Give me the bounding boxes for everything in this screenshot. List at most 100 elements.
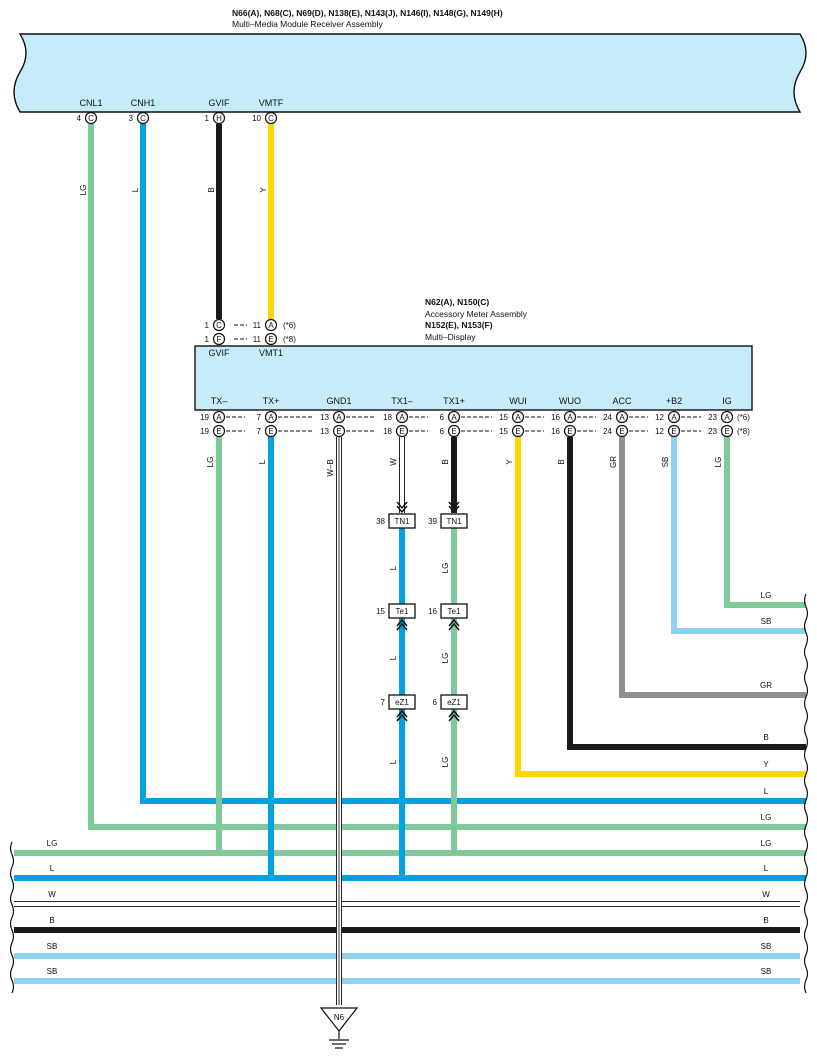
connector-arrow-icon (396, 505, 408, 514)
ground-triangle (319, 1007, 359, 1032)
bus-wire-label-right: L (764, 864, 769, 873)
pin-connector (667, 424, 681, 438)
bus-wire-label-right: W (762, 890, 770, 899)
wire-cnh1 (140, 124, 806, 804)
pin-connector (264, 424, 278, 438)
pin-connector (264, 111, 278, 125)
pin-connector (212, 332, 226, 346)
pin-connector-letter: E (567, 427, 572, 436)
connector-arrow-icon (448, 709, 460, 718)
pin-connector-letter: A (268, 413, 274, 422)
display-bottom-pin-number: 12 (655, 413, 664, 422)
pin-connector (395, 424, 409, 438)
junction-connector-box (388, 694, 416, 710)
right-exit-label: LG (761, 813, 772, 822)
wire-tx1-plus-seg (451, 709, 806, 856)
bus-wire-label-left: W (48, 890, 56, 899)
wire-break-squiggle (803, 593, 809, 994)
junction-connector-name: Te1 (448, 607, 461, 616)
pin-connector (667, 410, 681, 424)
display-bottom-pin-number: 24 (603, 413, 612, 422)
junction-connector-box (440, 694, 468, 710)
display-bottom-pin-number: 19 (200, 413, 209, 422)
junction-connector-box (388, 513, 416, 529)
junction-connector-box (440, 603, 468, 619)
display-bottom-pin-number: 23 (708, 427, 717, 436)
wire-label: LG (79, 185, 88, 196)
pin-connector-letter: A (336, 413, 342, 422)
pin-connector (332, 424, 346, 438)
pin-connector-letter: E (336, 427, 341, 436)
right-exit-label: B (763, 733, 768, 742)
right-exit-label: LG (761, 591, 772, 600)
display-bottom-pin-number: 12 (655, 427, 664, 436)
receiver-pin-number: 4 (77, 114, 82, 123)
wire-label: LG (714, 457, 723, 468)
bus-wire-label-right: SB (761, 942, 772, 951)
wire-b2 (671, 437, 806, 634)
pin-connector (212, 318, 226, 332)
receiver-pin-name: CNH1 (131, 98, 156, 108)
receiver-pin-name: GVIF (208, 98, 230, 108)
bus-wire-label-right: LG (761, 839, 772, 848)
wire-tx-plus (14, 437, 274, 881)
pin-connector (264, 318, 278, 332)
junction-connector-number: 39 (428, 517, 437, 526)
pin-connector-letter: A (671, 413, 677, 422)
pin-connector-letter: E (268, 427, 273, 436)
wire-label: Y (259, 187, 268, 193)
junction-connector-number: 7 (381, 698, 386, 707)
wire-label: W (389, 458, 398, 466)
display-title-2: N152(E), N153(F) (425, 320, 493, 330)
wire-tx1-minus-seg (399, 709, 806, 881)
wire-wuo (567, 437, 806, 750)
display-bottom-pin-number: 7 (257, 427, 262, 436)
pin-connector-letter: A (451, 413, 457, 422)
bus-wire-label-right: SB (761, 967, 772, 976)
receiver-pin-name: VMTF (259, 98, 284, 108)
receiver-subtitle: Multi–Media Module Receiver Assembly (232, 19, 383, 29)
pin-connector (264, 410, 278, 424)
pin-connector (332, 410, 346, 424)
pin-connector-letter: A (515, 413, 521, 422)
wire-label: L (258, 459, 267, 464)
connector-arrow-icon (448, 713, 460, 722)
pin-connector-letter: F (217, 335, 222, 344)
receiver-pin-number: 3 (129, 114, 134, 123)
display-bottom-pin-number: 13 (320, 413, 329, 422)
pin-connector-letter: C (268, 114, 274, 123)
connector-arrow-icon (448, 622, 460, 631)
pin-connector (563, 424, 577, 438)
wire-label: B (441, 459, 450, 464)
display-assembly-box (194, 345, 753, 411)
pin-connector-letter: A (216, 413, 222, 422)
wire-label: B (207, 187, 216, 192)
pin-connector-letter: E (671, 427, 676, 436)
display-bottom-pin-number: 24 (603, 427, 612, 436)
display-bottom-pin-number: 19 (200, 427, 209, 436)
junction-connector-box (440, 513, 468, 529)
display-bottom-pin-number: 16 (551, 413, 560, 422)
display-bottom-pin-number: 6 (440, 413, 445, 422)
pin-connector-letter: E (268, 335, 273, 344)
pin-connector-letter: A (399, 413, 405, 422)
pin-connector-letter: A (268, 321, 274, 330)
pin-connector (395, 410, 409, 424)
receiver-pin-number: 1 (205, 114, 210, 123)
pin-connector-letter: E (515, 427, 520, 436)
pin-connector-letter: E (216, 427, 221, 436)
bus-wire-label-left: LG (47, 839, 58, 848)
pin-connector-letter: E (399, 427, 404, 436)
pin-connector (212, 410, 226, 424)
wire-break-squiggle (9, 841, 15, 994)
junction-connector-number: 38 (376, 517, 385, 526)
wire-ig (724, 437, 806, 608)
receiver-pin-number: 10 (252, 114, 261, 123)
wire-tx-minus (14, 437, 222, 856)
right-exit-label: Y (763, 760, 769, 769)
wire-label: GR (609, 456, 618, 468)
display-top-pin-number: 11 (253, 335, 262, 344)
wire-label: LG (441, 653, 450, 664)
